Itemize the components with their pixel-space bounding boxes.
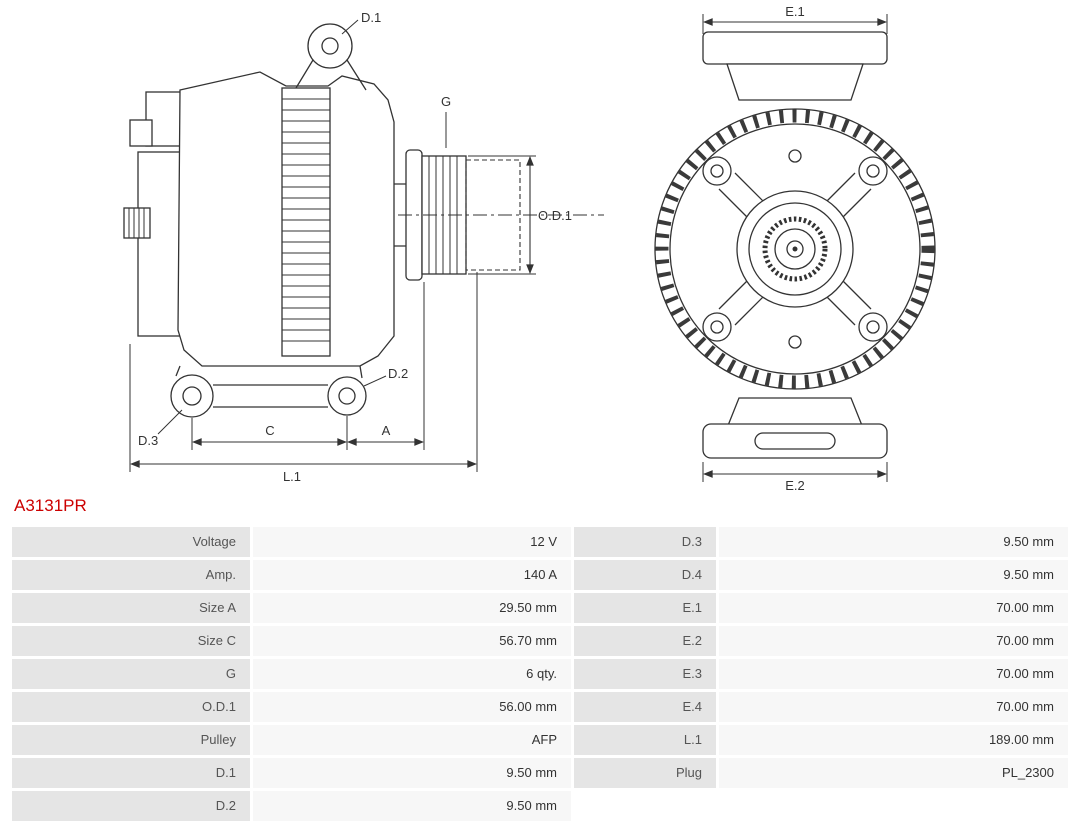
part-number: A3131PR [14,496,87,515]
spec-value: 9.50 mm [719,527,1068,557]
spec-value: 9.50 mm [253,791,571,821]
top-mounting-ear: D.1 [295,10,381,91]
spec-label: E.4 [574,692,716,722]
spec-value: 12 V [253,527,571,557]
dimension-d2: D.2 [363,366,408,387]
rear-housing [123,91,183,337]
bottom-mounting-lugs [170,365,367,418]
spec-label: E.2 [574,626,716,656]
spec-value: 56.00 mm [253,692,571,722]
dim-label-od1: O.D.1 [538,208,572,223]
dim-label-d3: D.3 [138,433,158,448]
dimension-c: C [191,282,425,450]
spec-label: Size A [12,593,250,623]
spec-value: 140 A [253,560,571,590]
spec-label: E.1 [574,593,716,623]
spec-label: Size C [12,626,250,656]
spec-label: D.1 [12,758,250,788]
spec-label: Plug [574,758,716,788]
spec-value: 70.00 mm [719,692,1068,722]
spec-value: PL_2300 [719,758,1068,788]
spec-label: Amp. [12,560,250,590]
technical-drawings: D.1 G O.D.1 [123,4,936,493]
cross-bracket [702,149,888,349]
dim-label-l1: L.1 [283,469,301,484]
spec-value [719,791,1068,821]
dim-label-e1: E.1 [785,4,805,19]
spec-value: 70.00 mm [719,659,1068,689]
spec-label: L.1 [574,725,716,755]
alternator-body [177,71,406,367]
front-bottom-bracket [702,397,888,459]
dimension-od1: O.D.1 [468,155,572,275]
dim-label-a: A [382,423,391,438]
spec-value: 70.00 mm [719,593,1068,623]
pulley [398,149,604,281]
dimension-e1: E.1 [702,4,888,34]
spec-value: AFP [253,725,571,755]
spec-value: 29.50 mm [253,593,571,623]
hub-shaft [736,190,854,308]
spec-label: D.2 [12,791,250,821]
spec-value: 9.50 mm [253,758,571,788]
dim-label-d2: D.2 [388,366,408,381]
spec-value: 56.70 mm [253,626,571,656]
dimension-l1: L.1 [129,272,478,484]
spec-label: O.D.1 [12,692,250,722]
alternator-side-view-drawing: D.1 G O.D.1 [123,10,604,484]
spec-value: 189.00 mm [719,725,1068,755]
spec-value: 9.50 mm [719,560,1068,590]
front-top-bracket [702,31,888,101]
spec-label [574,791,716,821]
alternator-front-view-drawing: E.1 [654,4,936,493]
dim-label-d1: D.1 [361,10,381,25]
dimension-d3: D.3 [138,409,183,448]
spec-label: Pulley [12,725,250,755]
spec-value: 70.00 mm [719,626,1068,656]
dimension-e2: E.2 [702,462,888,493]
dimension-a: A [347,423,424,446]
spec-label: G [12,659,250,689]
spec-label: E.3 [574,659,716,689]
dim-label-c: C [265,423,274,438]
dimension-g: G [441,94,451,148]
spec-value: 6 qty. [253,659,571,689]
spec-label: Voltage [12,527,250,557]
spec-label: D.3 [574,527,716,557]
spec-label: D.4 [574,560,716,590]
dim-label-e2: E.2 [785,478,805,493]
dim-label-g: G [441,94,451,109]
